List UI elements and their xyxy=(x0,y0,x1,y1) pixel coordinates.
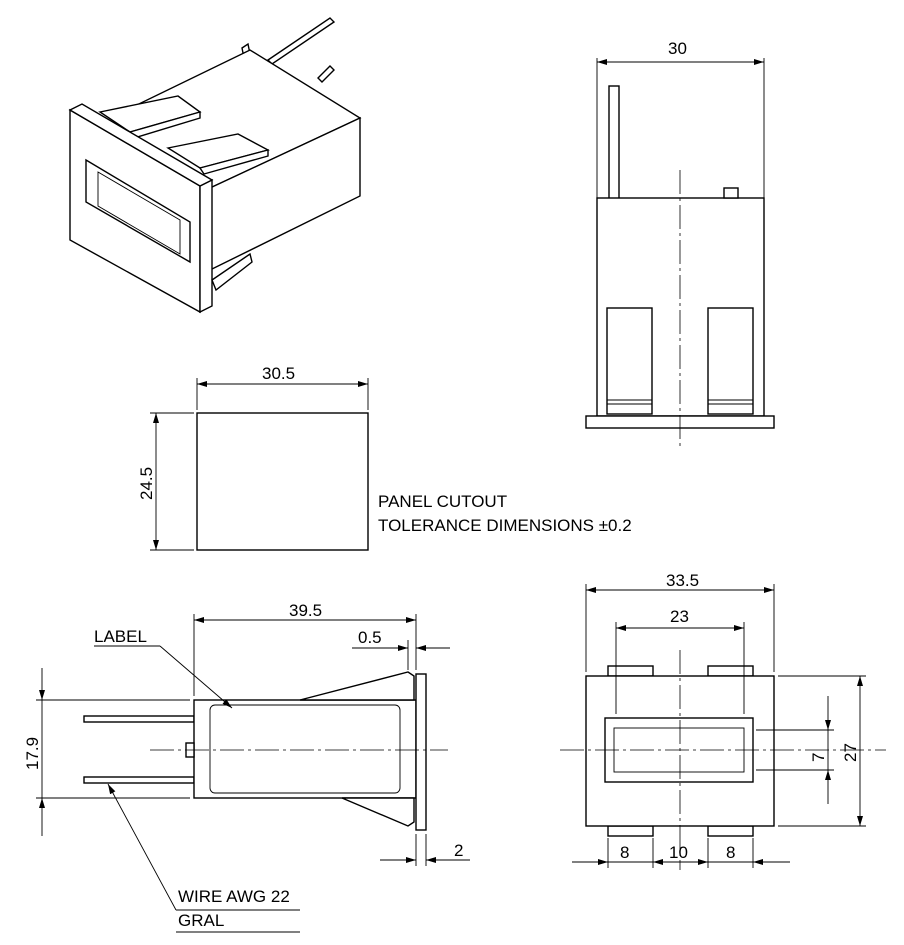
dim-front-height: 27 xyxy=(841,743,860,762)
panel-cutout-view: 30.5 24.5 PANEL CUTOUT TOLERANCE DIMENSI… xyxy=(137,364,632,551)
isometric-view xyxy=(68,17,362,314)
side-view: 39.5 0.5 17.9 2 LABEL WIRE AWG 22 GRAL xyxy=(23,601,470,933)
dim-front-window: 23 xyxy=(670,607,689,626)
dim-top-width: 30 xyxy=(668,39,687,58)
note-gral: GRAL xyxy=(178,911,224,930)
dim-cutout-width: 30.5 xyxy=(262,364,295,383)
dim-front-tab-gap: 10 xyxy=(669,843,688,862)
dim-cutout-height: 24.5 xyxy=(137,467,156,500)
dim-side-flange: 2 xyxy=(454,841,463,860)
dim-side-height: 17.9 xyxy=(23,737,42,770)
dim-side-length: 39.5 xyxy=(289,601,322,620)
note-label: LABEL xyxy=(94,627,147,646)
front-view: 33.5 23 7 27 8 10 8 xyxy=(560,571,886,870)
dim-front-tab-left: 8 xyxy=(620,843,629,862)
top-view: 30 xyxy=(585,39,775,446)
note-tolerance: TOLERANCE DIMENSIONS ±0.2 xyxy=(378,516,632,535)
dim-side-bezel: 0.5 xyxy=(358,628,382,647)
note-panel-cutout: PANEL CUTOUT xyxy=(378,492,507,511)
dim-front-width: 33.5 xyxy=(666,571,699,590)
dim-front-tab-right: 8 xyxy=(726,843,735,862)
note-wire: WIRE AWG 22 xyxy=(178,887,290,906)
dim-front-window-h: 7 xyxy=(809,753,828,762)
